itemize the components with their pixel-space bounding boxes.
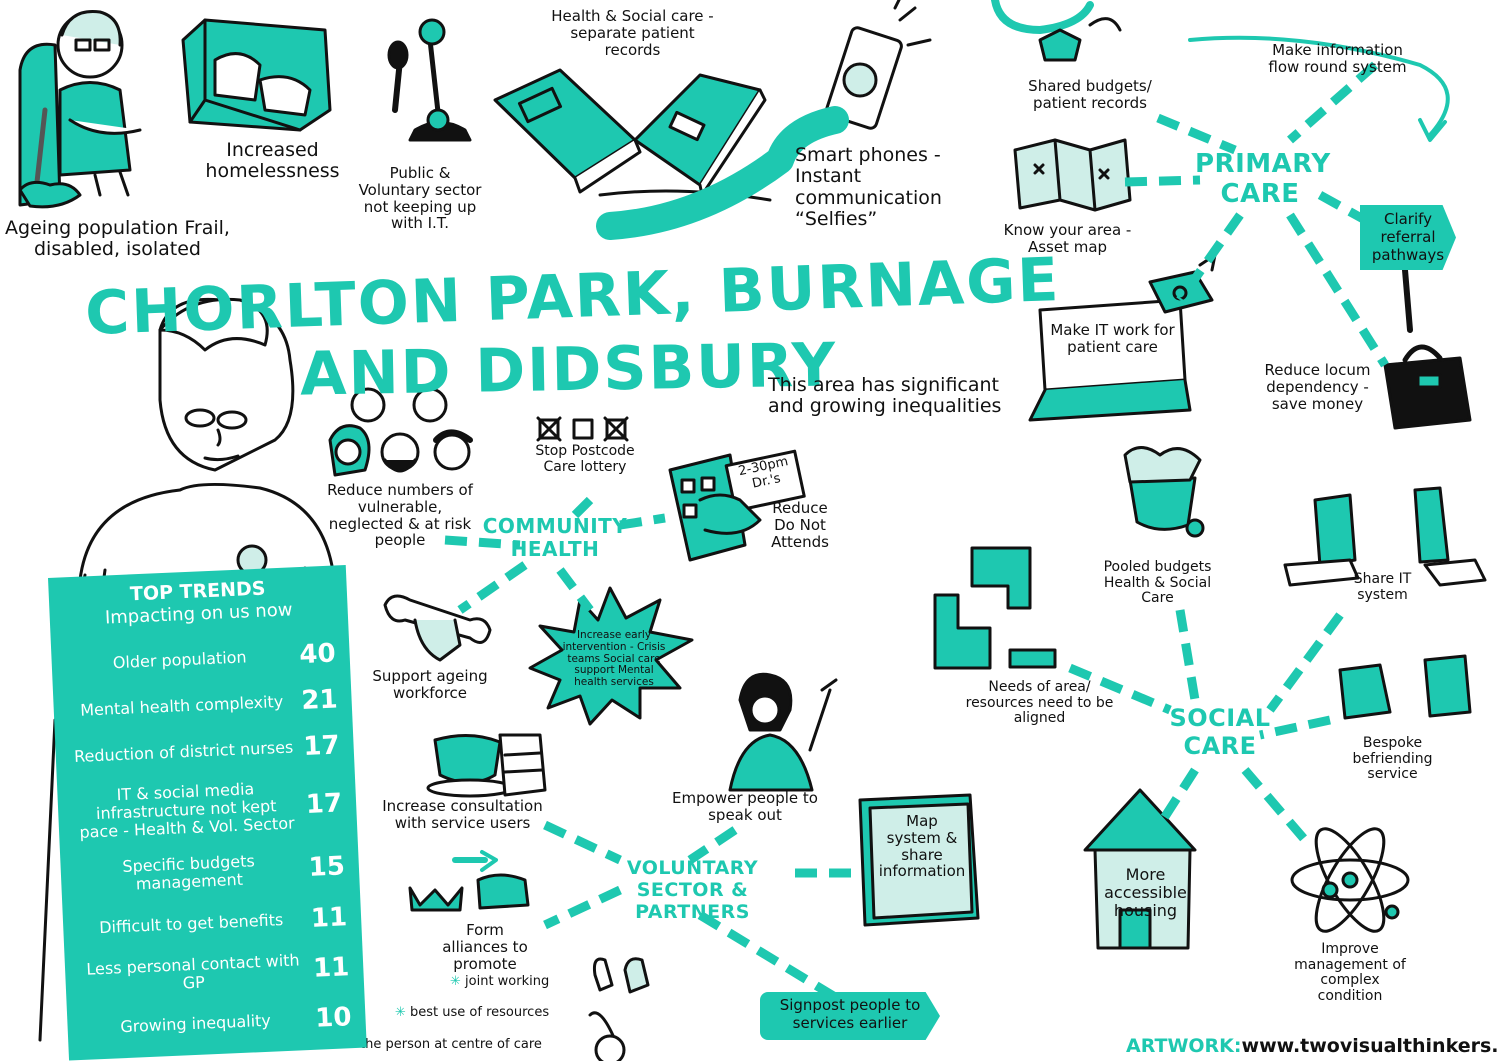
early-intervention-label: Increase early intervention - Crisis tea… bbox=[562, 629, 666, 688]
smartphones-label: Smart phones - Instant communication “Se… bbox=[795, 144, 942, 230]
hands-illustration bbox=[588, 957, 650, 1061]
share-it-label: Share IT system bbox=[1353, 571, 1412, 603]
house-illustration bbox=[1083, 788, 1197, 950]
trend-label: Reduction of district nurses bbox=[73, 737, 294, 766]
shared-budgets-illustration bbox=[991, 0, 1122, 62]
alliance-bullet-1: ✳ joint working bbox=[450, 974, 550, 989]
primary-care-hub: PRIMARY CARE bbox=[1195, 149, 1331, 209]
elderly-woman-illustration bbox=[18, 9, 142, 209]
empower-label: Empower people to speak out bbox=[672, 789, 818, 824]
signpost-illustration bbox=[1402, 267, 1413, 333]
artwork-credit: ARTWORK:www.twovisualthinkers.info bbox=[1126, 1035, 1500, 1057]
referral-signpost: Clarify referral pathways bbox=[1360, 205, 1456, 270]
trend-label: Older population bbox=[112, 647, 247, 673]
public-voluntary-label: Public & Voluntary sector not keeping up… bbox=[358, 164, 482, 233]
patient-records-label: Health & Social care - separate patient … bbox=[551, 7, 714, 59]
connector-lines bbox=[444, 61, 1389, 1004]
signpost-sign: Signpost people to services earlier bbox=[760, 992, 940, 1040]
money-pot-illustration bbox=[1123, 446, 1205, 538]
flow-arrow bbox=[1188, 35, 1450, 137]
postcode-lottery-label: Stop Postcode Care lottery bbox=[535, 443, 635, 475]
smartphone-selfie-illustration bbox=[596, 0, 932, 240]
know-area-label: Know your area -Asset map bbox=[1003, 221, 1132, 256]
map-system-label: Map system & share information bbox=[878, 812, 966, 881]
alliance-bullet-2: ✳ best use of resources bbox=[395, 1005, 550, 1020]
ageing-workforce-label: Support ageing workforce bbox=[372, 667, 488, 702]
artwork-link[interactable]: www.twovisualthinkers.info bbox=[1241, 1035, 1500, 1057]
homelessness-label: Increased homelessness bbox=[205, 139, 340, 183]
befriending-toasters-illustration bbox=[1338, 654, 1472, 720]
two-laptops-illustration bbox=[1283, 486, 1487, 587]
trend-label: Less personal contact with GP bbox=[86, 950, 300, 993]
appointment-phone-illustration bbox=[668, 449, 806, 562]
trend-count: 21 bbox=[300, 684, 339, 716]
complex-condition-label: Improve management of complex condition bbox=[1294, 941, 1406, 1005]
crowns-illustration bbox=[408, 850, 530, 912]
trend-label: Specific budgets management bbox=[122, 851, 256, 894]
page-title-line-2: AND DIDSBURY bbox=[299, 330, 838, 410]
presenter-woman-illustration bbox=[38, 297, 350, 1042]
trend-count: 17 bbox=[305, 788, 343, 820]
doctor-bag-illustration bbox=[1383, 344, 1472, 430]
alliance-bullet-3: ✳ the person at centre of care bbox=[345, 1037, 542, 1052]
needs-of-area-label: Needs of area/ resources need to be alig… bbox=[965, 679, 1114, 727]
diverse-faces-illustration bbox=[328, 387, 473, 477]
trend-count: 10 bbox=[314, 1002, 353, 1034]
teacup-jug-illustration bbox=[426, 733, 547, 798]
map-board-illustration bbox=[858, 793, 980, 927]
subtitle: This area has significant and growing in… bbox=[768, 374, 1002, 418]
trend-count: 11 bbox=[310, 902, 348, 934]
trend-label: Growing inequality bbox=[119, 1010, 272, 1037]
consultation-label: Increase consultation with service users bbox=[382, 797, 543, 832]
trend-label: IT & social media infrastructure not kep… bbox=[79, 779, 295, 842]
alliances-label: Form alliances to promote bbox=[442, 921, 528, 973]
do-not-attends-label: Reduce Do Not Attends bbox=[771, 499, 829, 551]
laptop-illustration bbox=[1028, 253, 1217, 422]
speaking-woman-illustration bbox=[728, 672, 838, 792]
atom-illustration bbox=[1290, 827, 1410, 933]
top-trends-panel: TOP TRENDS Impacting on us now Older pop… bbox=[48, 565, 367, 1061]
starburst-shape bbox=[528, 586, 694, 726]
trend-count: 40 bbox=[298, 638, 337, 670]
make-it-work-label: Make IT work for patient care bbox=[1050, 321, 1175, 356]
patient-records-books-illustration bbox=[493, 68, 772, 202]
locum-label: Reduce locum dependency - save money bbox=[1264, 361, 1371, 413]
checkbox-illustration bbox=[536, 416, 629, 442]
trend-label: Mental health complexity bbox=[79, 691, 284, 720]
shared-budgets-label: Shared budgets/ patient records bbox=[1028, 77, 1152, 112]
trend-count: 15 bbox=[308, 851, 346, 883]
trend-label: Difficult to get benefits bbox=[98, 909, 284, 937]
trend-count: 17 bbox=[302, 730, 341, 762]
social-care-hub: SOCIAL CARE bbox=[1169, 704, 1271, 760]
cardboard-box-illustration bbox=[181, 18, 332, 132]
candlestick-phone-illustration bbox=[387, 18, 472, 142]
asset-map-illustration bbox=[1013, 138, 1132, 212]
befriending-label: Bespoke befriending service bbox=[1352, 735, 1433, 783]
trend-row: IT & social media infrastructure not kep… bbox=[57, 768, 358, 851]
artwork-prefix: ARTWORK: bbox=[1126, 1035, 1242, 1057]
trend-count: 11 bbox=[312, 952, 350, 984]
voluntary-sector-hub: VOLUNTARY SECTOR & PARTNERS bbox=[626, 857, 759, 923]
community-health-hub: COMMUNITY HEALTH bbox=[482, 514, 628, 561]
ageing-population-label: Ageing population Frail, disabled, isola… bbox=[5, 217, 230, 261]
accessible-housing-label: More accessible housing bbox=[1104, 865, 1187, 920]
pooled-budgets-label: Pooled budgets Health & Social Care bbox=[1103, 559, 1212, 607]
vulnerable-people-label: Reduce numbers of vulnerable, neglected … bbox=[327, 481, 473, 550]
blocks-illustration bbox=[933, 546, 1057, 670]
information-flow-label: Make information flow round system bbox=[1268, 41, 1407, 76]
wrench-hand-illustration bbox=[383, 594, 492, 662]
